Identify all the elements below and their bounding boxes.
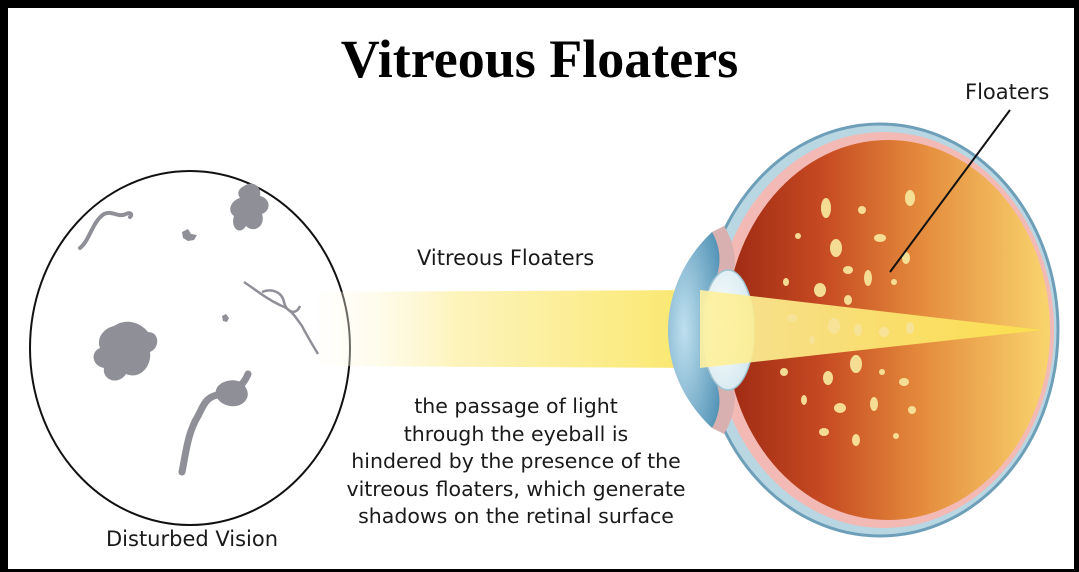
floater-spot bbox=[906, 322, 914, 334]
floater-spot bbox=[787, 314, 797, 322]
floater-spot bbox=[821, 198, 831, 218]
floater-spot bbox=[864, 270, 872, 286]
floater-spot bbox=[828, 318, 840, 334]
caption-line: shadows on the retinal surface bbox=[318, 503, 714, 531]
floater-spot bbox=[843, 266, 853, 274]
floater-spot bbox=[874, 234, 886, 242]
floater-spot bbox=[852, 434, 860, 446]
vitreous-floaters-label: Vitreous Floaters bbox=[417, 246, 594, 270]
floater-spot bbox=[891, 279, 897, 285]
floater-spot bbox=[783, 278, 789, 286]
floater-spot bbox=[908, 406, 916, 414]
caption-line: the passage of light bbox=[318, 393, 714, 421]
floater-spot bbox=[870, 397, 878, 411]
floater-spot bbox=[780, 368, 788, 376]
floater-spot bbox=[830, 239, 842, 257]
eyeball bbox=[668, 124, 1058, 536]
caption-line: vitreous floaters, which generate bbox=[318, 476, 714, 504]
floater-spot bbox=[809, 336, 815, 344]
floater-spot bbox=[854, 324, 862, 336]
floater-spot bbox=[905, 190, 915, 206]
disturbed-vision-view bbox=[30, 171, 350, 525]
vision-circle bbox=[30, 171, 350, 525]
light-beam bbox=[318, 290, 700, 368]
disturbed-vision-label: Disturbed Vision bbox=[106, 527, 278, 551]
floater-spot bbox=[893, 433, 899, 439]
floaters-label: Floaters bbox=[965, 80, 1049, 104]
floater-spot bbox=[834, 403, 846, 413]
floater-spot bbox=[850, 355, 862, 373]
floater-spot bbox=[899, 378, 909, 386]
caption-line: hindered by the presence of the bbox=[318, 448, 714, 476]
floater-spot bbox=[814, 283, 826, 297]
floater-spot bbox=[823, 371, 833, 385]
floater-spot bbox=[844, 295, 852, 305]
floater-spot bbox=[795, 233, 801, 239]
floater-spot bbox=[879, 327, 889, 337]
explanation-caption: the passage of light through the eyeball… bbox=[318, 393, 714, 531]
floater-spot bbox=[858, 206, 866, 214]
floater-spot bbox=[801, 395, 807, 405]
floater-spot bbox=[819, 428, 829, 436]
page-title: Vitreous Floaters bbox=[0, 32, 1079, 86]
floater-spot bbox=[879, 369, 885, 375]
caption-line: through the eyeball is bbox=[318, 421, 714, 449]
